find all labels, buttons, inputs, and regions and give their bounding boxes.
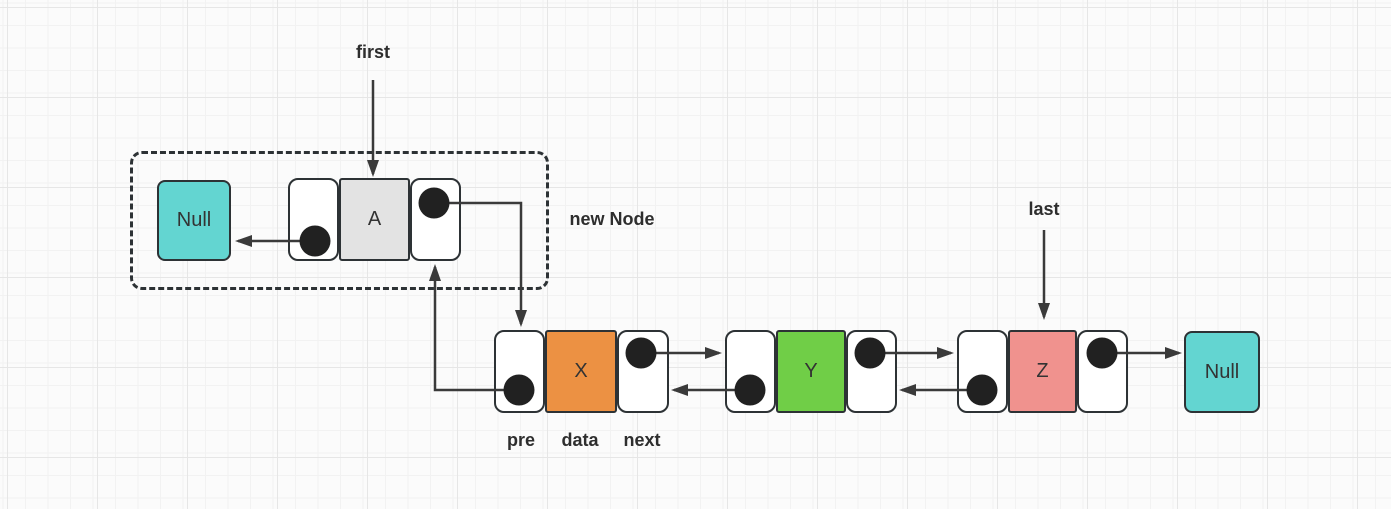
field-label-next: next — [623, 430, 661, 450]
node-z-next-cell[interactable] — [1077, 330, 1128, 413]
node-x-data-cell[interactable]: X — [545, 330, 617, 413]
node-a-pre-cell[interactable] — [288, 178, 339, 261]
node-a-data-cell[interactable]: A — [339, 178, 410, 261]
null-box-head[interactable]: Null — [157, 180, 231, 261]
new-node-label: new Node — [569, 209, 655, 229]
null-box-tail[interactable]: Null — [1184, 331, 1260, 413]
last-pointer-label: last — [1028, 199, 1060, 219]
first-pointer-label: first — [355, 42, 391, 62]
new-node-group-outline[interactable] — [130, 151, 549, 290]
node-y-next-cell[interactable] — [846, 330, 897, 413]
node-x-next-cell[interactable] — [617, 330, 669, 413]
node-z-pre-cell[interactable] — [957, 330, 1008, 413]
node-z-data-cell[interactable]: Z — [1008, 330, 1077, 413]
field-label-data: data — [561, 430, 599, 450]
node-y-data-cell[interactable]: Y — [776, 330, 846, 413]
node-a-next-cell[interactable] — [410, 178, 461, 261]
node-x-pre-cell[interactable] — [494, 330, 545, 413]
field-label-pre: pre — [506, 430, 536, 450]
node-y-pre-cell[interactable] — [725, 330, 776, 413]
